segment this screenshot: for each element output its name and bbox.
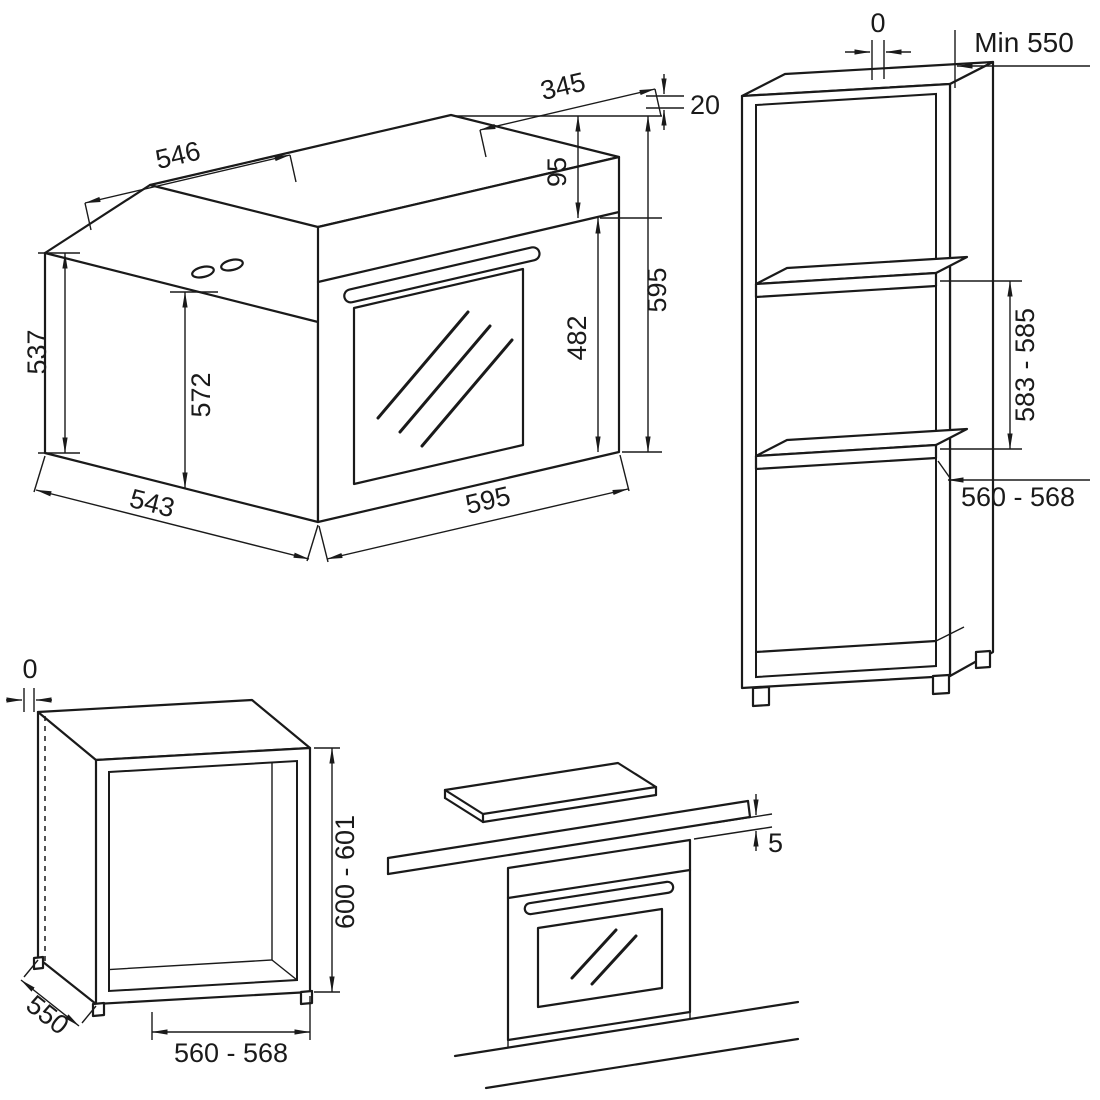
dim-min-depth-550: Min 550 bbox=[954, 27, 1090, 88]
tall-cabinet-inner-frame bbox=[755, 92, 937, 679]
dim-panel-height-95: 95 bbox=[455, 115, 662, 219]
dim-trim-20: 20 bbox=[646, 74, 720, 130]
dim-label-20: 20 bbox=[690, 90, 720, 120]
cabinet-left-face bbox=[43, 251, 320, 524]
dim-label-0-base: 0 bbox=[22, 654, 37, 684]
dim-label-600-601: 600 - 601 bbox=[330, 815, 360, 929]
shelf-lower bbox=[754, 427, 969, 471]
dim-back-gap-0-base: 0 bbox=[6, 654, 52, 712]
dim-label-482: 482 bbox=[562, 315, 592, 360]
dim-label-546: 546 bbox=[153, 136, 204, 175]
oven-window-hatch bbox=[570, 928, 638, 986]
base-cabinet-interior bbox=[109, 761, 297, 991]
oven-handle bbox=[523, 880, 675, 916]
cooktop bbox=[443, 761, 658, 824]
oven-window bbox=[536, 907, 664, 1009]
dim-label-595-right: 595 bbox=[642, 267, 672, 312]
control-knobs bbox=[191, 258, 244, 279]
dim-label-95: 95 bbox=[542, 157, 572, 187]
dim-side-height-537: 537 bbox=[22, 252, 80, 454]
dim-base-height: 600 - 601 bbox=[314, 747, 360, 993]
dim-clearance-5: 5 bbox=[693, 794, 783, 858]
foot bbox=[974, 649, 992, 670]
dim-label-537: 537 bbox=[22, 329, 52, 374]
oven-window-hatch bbox=[376, 310, 514, 448]
tall-cabinet-right-face bbox=[948, 60, 995, 678]
dim-niche-width-tall: 560 - 568 bbox=[937, 460, 1090, 512]
cabinet-feet bbox=[751, 649, 992, 708]
cabinet-top-step-edge bbox=[43, 183, 152, 255]
oven-door-top-divider bbox=[316, 210, 621, 284]
dim-label-345: 345 bbox=[538, 67, 589, 106]
under-counter-oven bbox=[506, 838, 692, 1042]
dim-label-543: 543 bbox=[127, 483, 178, 523]
shelf-upper bbox=[754, 255, 969, 299]
dim-niche-height: 583 - 585 bbox=[940, 280, 1040, 450]
dim-label-560-568-tall: 560 - 568 bbox=[961, 482, 1075, 512]
foot bbox=[931, 673, 951, 696]
foot bbox=[299, 989, 314, 1006]
knob-icon bbox=[191, 265, 215, 279]
dim-label-572: 572 bbox=[186, 372, 216, 417]
dim-total-height-595: 595 bbox=[642, 115, 672, 453]
dim-door-height-482: 482 bbox=[562, 217, 662, 453]
dim-label-5: 5 bbox=[768, 828, 783, 858]
base-cabinet-view: 0 600 - 601 550 560 - 568 bbox=[6, 654, 360, 1068]
dim-label-min550: Min 550 bbox=[974, 27, 1074, 58]
knob-icon bbox=[220, 258, 244, 272]
tall-cabinet-view: 0 Min 550 583 - 585 560 - 568 bbox=[740, 8, 1090, 708]
plinth-lines bbox=[453, 1000, 800, 1090]
foot bbox=[751, 685, 771, 708]
dim-label-583-585: 583 - 585 bbox=[1010, 308, 1040, 422]
dim-label-550: 550 bbox=[21, 989, 75, 1040]
dim-base-width: 560 - 568 bbox=[151, 996, 311, 1068]
oven-door-divider bbox=[506, 868, 692, 900]
under-worktop-view: 5 bbox=[386, 761, 800, 1090]
tall-cabinet-front-face bbox=[740, 82, 952, 690]
dim-top-width-546: 546 bbox=[84, 136, 297, 231]
base-cabinet-inner-frame bbox=[108, 759, 298, 993]
oven-isometric-view: 546 345 20 95 482 bbox=[22, 67, 720, 563]
dim-label-0-tall: 0 bbox=[870, 8, 885, 38]
dim-back-gap-0: 0 bbox=[845, 8, 911, 80]
oven-door-handle bbox=[343, 246, 541, 304]
dim-inner-height-572: 572 bbox=[170, 291, 218, 489]
oven-door-window bbox=[352, 267, 525, 486]
foot bbox=[91, 1001, 106, 1018]
worktop bbox=[386, 799, 752, 876]
dim-base-depth: 550 bbox=[21, 959, 97, 1041]
dim-label-560-568-base: 560 - 568 bbox=[174, 1038, 288, 1068]
bottom-panel bbox=[754, 626, 965, 654]
